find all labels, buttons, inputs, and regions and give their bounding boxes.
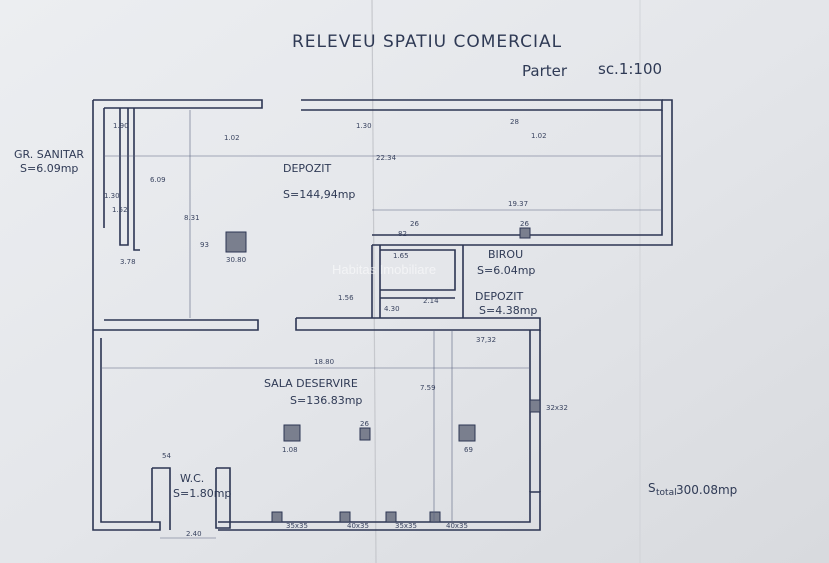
dim-759: 7.59 bbox=[420, 384, 436, 392]
floor-label: Parter bbox=[522, 62, 568, 80]
dim-3080: 30.80 bbox=[226, 256, 246, 264]
dim-430: 4.30 bbox=[384, 305, 400, 313]
room-area-gr-sanitar: S=6.09mp bbox=[20, 162, 78, 175]
room-name-wc: W.C. bbox=[180, 472, 204, 485]
dim-102-a: 1.02 bbox=[224, 134, 240, 142]
dim-82: 82 bbox=[398, 230, 407, 238]
dim-69: 69 bbox=[464, 446, 473, 454]
dim-4035-b: 40x35 bbox=[446, 522, 468, 530]
total-area-subscript: total bbox=[656, 488, 677, 498]
paper-fold-line bbox=[371, 0, 377, 563]
room-area-depozit: S=144,94mp bbox=[283, 188, 355, 201]
dim-214: 2.14 bbox=[423, 297, 439, 305]
dim-2234: 22.34 bbox=[376, 154, 397, 162]
dim-378: 3.78 bbox=[120, 258, 136, 266]
dim-156: 1.56 bbox=[338, 294, 354, 302]
total-area-label: S bbox=[648, 481, 656, 495]
room-name-gr-sanitar: GR. SANITAR bbox=[14, 148, 84, 161]
dim-3535-b: 35x35 bbox=[395, 522, 417, 530]
dim-165: 1.65 bbox=[393, 252, 409, 260]
dim-102-b: 1.02 bbox=[531, 132, 547, 140]
total-area: S total 300.08mp bbox=[648, 481, 737, 498]
room-name-depozit: DEPOZIT bbox=[283, 162, 331, 175]
dim-28: 28 bbox=[510, 118, 519, 126]
dim-240: 2.40 bbox=[186, 530, 202, 538]
room-name-depozit-small: DEPOZIT bbox=[475, 290, 523, 303]
room-name-sala: SALA DESERVIRE bbox=[264, 377, 358, 390]
total-area-value: 300.08mp bbox=[676, 483, 737, 497]
room-name-birou: BIROU bbox=[488, 248, 523, 261]
dim-130-b: 1.30 bbox=[104, 192, 120, 200]
dim-26-a: 26 bbox=[410, 220, 419, 228]
room-area-birou: S=6.04mp bbox=[477, 264, 535, 277]
room-area-wc: S=1.80mp bbox=[173, 487, 231, 500]
dim-4035-a: 40x35 bbox=[347, 522, 369, 530]
dim-3732: 37,32 bbox=[476, 336, 496, 344]
room-area-depozit-small: S=4.38mp bbox=[479, 304, 537, 317]
dimension-labels: 22.34 19.37 18.80 1.02 1.02 1.30 6.09 8.… bbox=[104, 118, 568, 538]
dim-54: 54 bbox=[162, 452, 171, 460]
watermark: Habitas Imobiliare bbox=[332, 262, 436, 277]
plan-title: RELEVEU SPATIU COMERCIAL bbox=[292, 32, 562, 52]
dim-108: 1.08 bbox=[282, 446, 298, 454]
dim-152: 1.52 bbox=[112, 206, 128, 214]
dim-93: 93 bbox=[200, 241, 209, 249]
dim-26-b: 26 bbox=[520, 220, 529, 228]
dim-609: 6.09 bbox=[150, 176, 166, 184]
dimension-lines bbox=[101, 110, 662, 539]
dim-1880: 18.80 bbox=[314, 358, 334, 366]
room-area-sala: S=136.83mp bbox=[290, 394, 362, 407]
columns bbox=[225, 227, 541, 523]
scale-label: sc.1:100 bbox=[598, 60, 662, 78]
dim-26-c: 26 bbox=[360, 420, 369, 428]
dim-130: 1.30 bbox=[356, 122, 372, 130]
dim-3535-a: 35x35 bbox=[286, 522, 308, 530]
dim-1937: 19.37 bbox=[508, 200, 528, 208]
dim-3232: 32x32 bbox=[546, 404, 568, 412]
dim-831: 8.31 bbox=[184, 214, 200, 222]
dim-190: 1.90 bbox=[113, 122, 129, 130]
